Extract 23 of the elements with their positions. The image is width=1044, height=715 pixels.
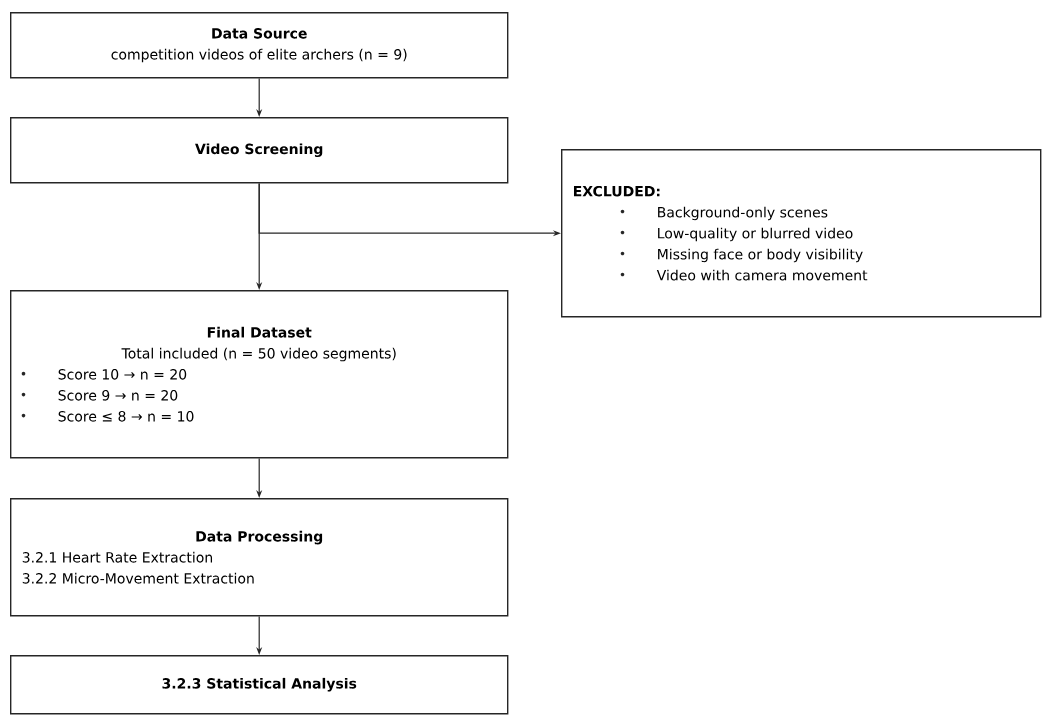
process-box xyxy=(561,149,1042,318)
box-heading: Video Screening xyxy=(195,143,323,158)
bullet-item: Low-quality or blurred video xyxy=(620,227,853,242)
bullet-item: Missing face or body visibility xyxy=(620,248,863,263)
bullet-item: Background-only scenes xyxy=(620,206,828,221)
box-heading: Data Source xyxy=(212,28,307,39)
box-text: competition videos of elite archers (n = 9) xyxy=(111,48,407,63)
box-text: 3.2.1 Heart Rate Extraction xyxy=(22,551,212,563)
process-box xyxy=(10,290,509,459)
box-text: Total included (n = 50 video segments) xyxy=(121,347,396,362)
bullet-item: Score 9 → n = 20 xyxy=(21,390,178,401)
bullet-item: Score 10 → n = 20 xyxy=(21,369,187,380)
box-text: 3.2.2 Micro-Movement Extraction xyxy=(22,572,254,584)
process-box xyxy=(10,498,509,617)
box-heading: EXCLUDED: xyxy=(574,185,660,197)
box-heading: Final Dataset xyxy=(207,326,312,338)
process-box xyxy=(10,655,509,715)
bullet-item: Score ≤ 8 → n = 10 xyxy=(21,411,194,422)
process-box xyxy=(10,117,509,184)
process-box xyxy=(10,12,509,79)
bullet-item: Video with camera movement xyxy=(620,269,868,281)
box-heading: 3.2.3 Statistical Analysis xyxy=(162,677,357,692)
box-heading: Data Processing xyxy=(196,530,323,545)
